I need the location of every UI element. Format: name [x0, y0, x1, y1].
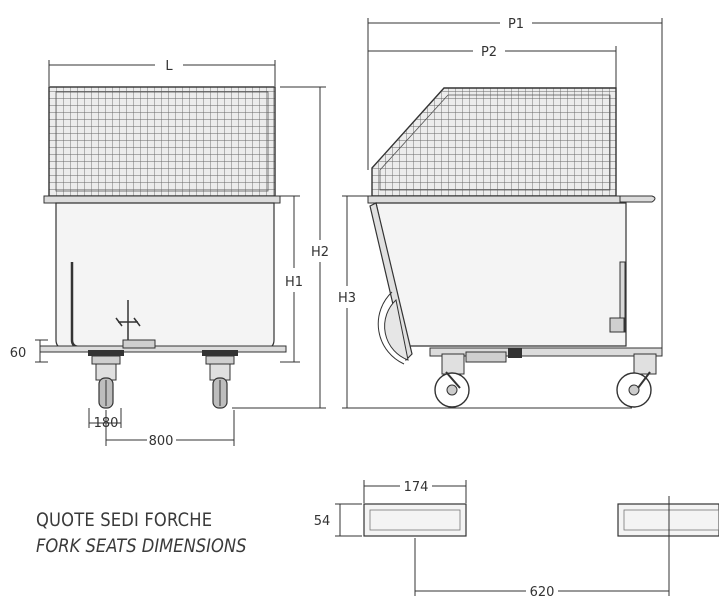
fork-seats-title-it: QUOTE SEDI FORCHE — [36, 509, 213, 531]
dim-height-h1: H1 — [285, 275, 303, 290]
dim-ground-60: 60 — [10, 346, 27, 361]
side-view: P1 P2 H3 — [338, 17, 663, 409]
side-caster-right — [616, 353, 657, 408]
side-caster-left — [434, 353, 470, 408]
dim-height-h2: H2 — [311, 245, 329, 260]
dim-depth-p2: P2 — [481, 45, 497, 60]
front-mesh-panel — [49, 87, 275, 196]
front-rim — [43, 195, 281, 204]
dim-seat-distance-620: 620 — [530, 585, 555, 600]
side-tub-body — [375, 202, 627, 347]
dim-seat-width-174: 174 — [404, 480, 429, 495]
side-handle — [614, 195, 656, 203]
front-pedal — [115, 300, 141, 342]
dim-height-h3: H3 — [338, 291, 356, 306]
front-view: L H1 H2 60 180 800 — [10, 59, 329, 449]
front-tub-body — [55, 202, 275, 349]
side-mesh-panel — [372, 88, 616, 196]
fork-seats-detail: 174 54 620 — [314, 480, 719, 600]
dim-depth-p1: P1 — [508, 17, 524, 32]
side-base-frame — [429, 347, 663, 357]
fork-seats-title-en: FORK SEATS DIMENSIONS — [36, 535, 247, 557]
front-base-frame — [39, 345, 287, 353]
dim-width-l: L — [165, 59, 173, 74]
dim-seat-height-54: 54 — [314, 514, 331, 529]
front-caster-right — [209, 363, 231, 409]
dim-wheelbase-800: 800 — [149, 434, 174, 449]
fork-seat-left — [363, 503, 467, 537]
front-caster-left — [95, 363, 117, 409]
